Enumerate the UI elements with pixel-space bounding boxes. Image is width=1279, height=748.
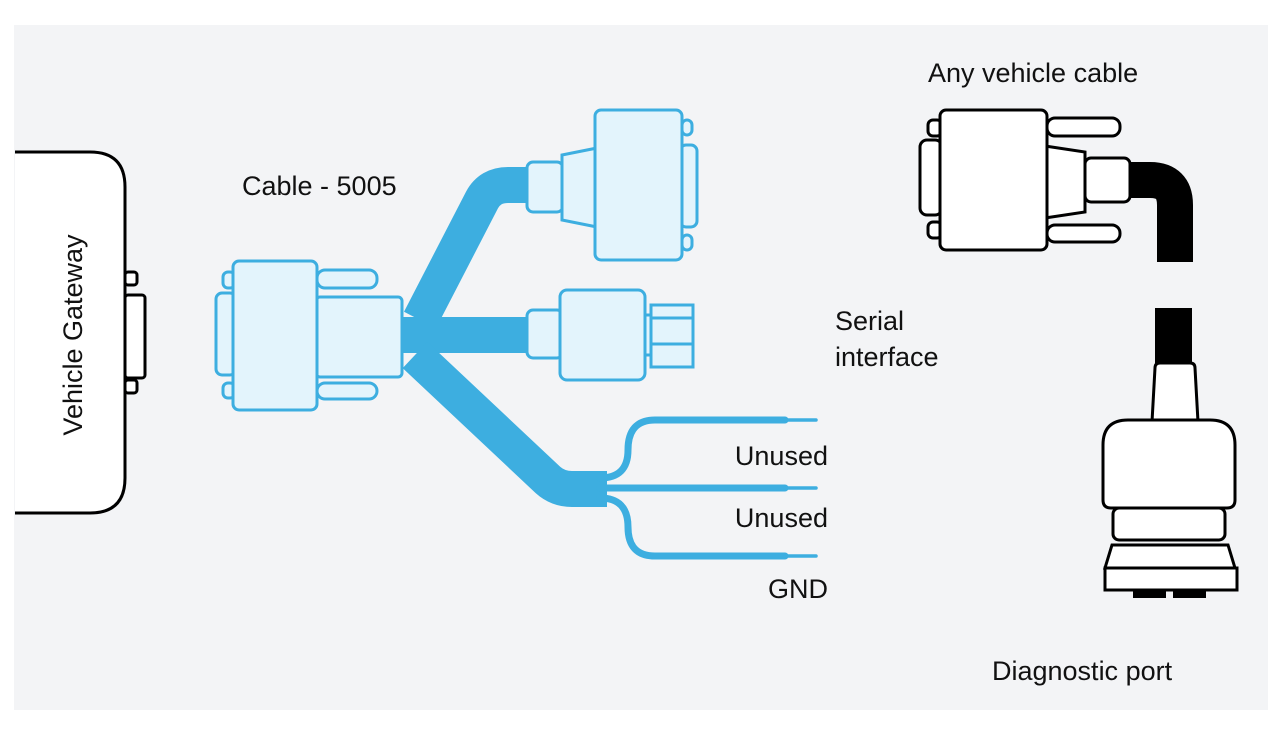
cable-label: Cable - 5005 [242, 171, 397, 201]
serial-label-line2: interface [835, 342, 939, 372]
serial-label-line1: Serial [835, 306, 904, 336]
db9-connector-main [214, 259, 404, 412]
wires [596, 416, 789, 560]
cable-branch-bottom [402, 341, 607, 507]
wire-label-unused-1: Unused [735, 441, 828, 471]
serial-interface-connector [525, 288, 695, 382]
cable-5005 [400, 167, 818, 560]
vehicle-cable-connector [918, 108, 1193, 262]
wire-label-gnd: GND [768, 574, 828, 604]
diagnostic-port-connector [1101, 308, 1239, 598]
vehicle-cable-bottom [1155, 308, 1192, 366]
vehicle-cable-label: Any vehicle cable [928, 58, 1138, 88]
diagnostic-port-label: Diagnostic port [992, 656, 1173, 686]
wire-unused-1 [596, 416, 789, 482]
vehicle-cable-top [1128, 162, 1193, 262]
gateway-label: Vehicle Gateway [58, 234, 88, 436]
vehicle-gateway: Vehicle Gateway [15, 150, 147, 515]
wire-gnd [596, 494, 789, 560]
db9-connector-top [525, 108, 699, 262]
cable-branch-top [404, 167, 530, 329]
wire-label-unused-2: Unused [735, 503, 828, 533]
